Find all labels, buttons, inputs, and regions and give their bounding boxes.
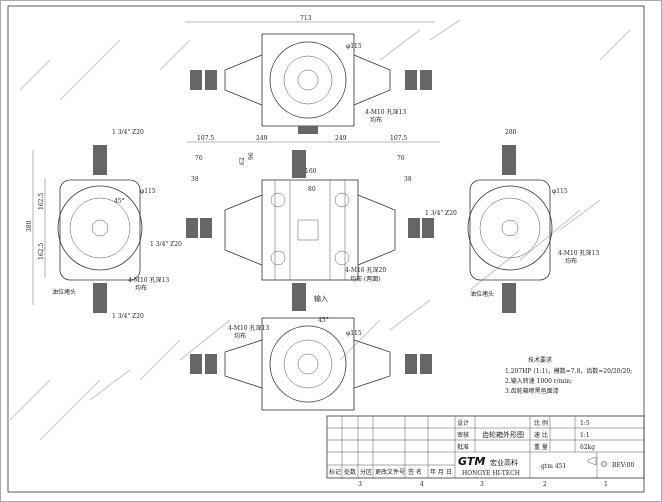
label: 均布 (两面): [350, 275, 381, 283]
label: REV:00: [612, 462, 634, 469]
label: 4-M10 孔深13: [228, 324, 269, 332]
label: 1: [604, 481, 608, 488]
label: 分区: [360, 468, 372, 476]
label: 3.齿轮箱喷黑色面漆: [505, 387, 559, 395]
label: φ115: [346, 43, 362, 50]
label: 更改文件号: [375, 468, 405, 476]
label: 4-M16 孔深20: [345, 266, 386, 274]
label: 签 名: [408, 468, 422, 476]
label: 4-M10 孔深13: [558, 249, 599, 257]
label: 76: [397, 155, 405, 162]
label: 批准: [457, 443, 469, 451]
label: 油位堵头: [470, 290, 494, 298]
label: 96: [248, 152, 255, 160]
label: 4-M10 孔深13: [365, 108, 406, 116]
label: 160: [305, 168, 317, 175]
label: 280: [505, 129, 517, 136]
right-view: 280 φ115 4-M10 孔深13 均布 油位堵头: [467, 129, 599, 313]
label: 设计: [457, 419, 469, 427]
bottom-view: 45° φ115 4-M10 孔深13 均布: [190, 317, 432, 411]
label: 162.5: [38, 243, 45, 260]
label: 1:5: [580, 420, 590, 427]
label: 3: [358, 481, 362, 488]
label: 45°: [114, 198, 125, 205]
label: 3: [480, 481, 484, 488]
left-view: 1 3/4" Z20 1 3/4" Z20 1 3/4" Z20 φ115 45…: [26, 129, 182, 320]
label: 249: [256, 135, 268, 142]
label: φ115: [140, 188, 156, 195]
label: 76: [195, 155, 203, 162]
label: 107.5: [390, 135, 407, 142]
label: 重 量: [534, 443, 548, 451]
label: 1 3/4" Z20: [150, 241, 182, 248]
label: 1 3/4" Z20: [112, 129, 144, 136]
label: 2: [543, 481, 547, 488]
label: 45°: [318, 317, 329, 324]
label: 油位堵头: [52, 288, 76, 296]
label: 2.输入转速 1000 r/min;: [505, 377, 572, 385]
dim-713: 713: [300, 15, 312, 22]
label: 速 比: [534, 431, 548, 439]
label: 标记: [329, 468, 341, 476]
label: 宏业高科: [490, 458, 518, 467]
drawing-name: 齿轮箱外形图: [482, 430, 524, 439]
top-view: 713 φ115 4-M10 孔深13 均布: [185, 15, 435, 134]
label: φ115: [552, 188, 568, 195]
label: 均布: [370, 116, 382, 124]
label: HONGYE HI-TECH: [462, 470, 520, 477]
technical-notes: 技术要求 1.207HP (1:1)，模数=7.8，齿数=20/20/20; 2…: [505, 356, 632, 395]
label: 1:1: [580, 432, 590, 439]
watermark: [9, 19, 631, 441]
center-view: 107.5 249 249 107.5 76 76 38 38 160 80 6…: [186, 135, 457, 311]
label: 均布: [135, 284, 147, 292]
title-block: 设计 审核 批准 齿轮箱外形图 比 例 1:5 速 比 1:1 重 量 62kg…: [326, 415, 645, 488]
label: gtm 451: [541, 463, 566, 470]
label: 249: [335, 135, 347, 142]
label: 4-M10 孔深13: [128, 276, 169, 284]
label: 年 月 日: [430, 468, 452, 476]
label: 62kg: [580, 444, 595, 451]
label: 380: [26, 220, 33, 232]
label: 62: [239, 157, 246, 165]
label: 107.5: [197, 135, 214, 142]
label: 1 3/4" Z20: [425, 210, 457, 217]
projection-symbol-icon: [587, 456, 597, 466]
label: 比 例: [534, 419, 548, 427]
label: 1.207HP (1:1)，模数=7.8，齿数=20/20/20;: [505, 367, 632, 375]
label: 38: [191, 176, 199, 183]
label: 处数: [344, 468, 356, 476]
label: 4: [420, 481, 424, 488]
label: 均布: [565, 257, 577, 265]
label: 1 3/4" Z20: [112, 313, 144, 320]
sheet-border: [7, 5, 645, 493]
label: φ115: [346, 330, 362, 337]
label: 38: [404, 176, 412, 183]
label: 技术要求: [528, 356, 552, 364]
label: 均布: [234, 332, 246, 340]
label: 80: [308, 186, 316, 193]
company-logo: GTM: [458, 455, 485, 468]
input-label: 输入: [314, 294, 328, 303]
label: 审核: [457, 431, 469, 439]
label: 162.5: [38, 193, 45, 210]
